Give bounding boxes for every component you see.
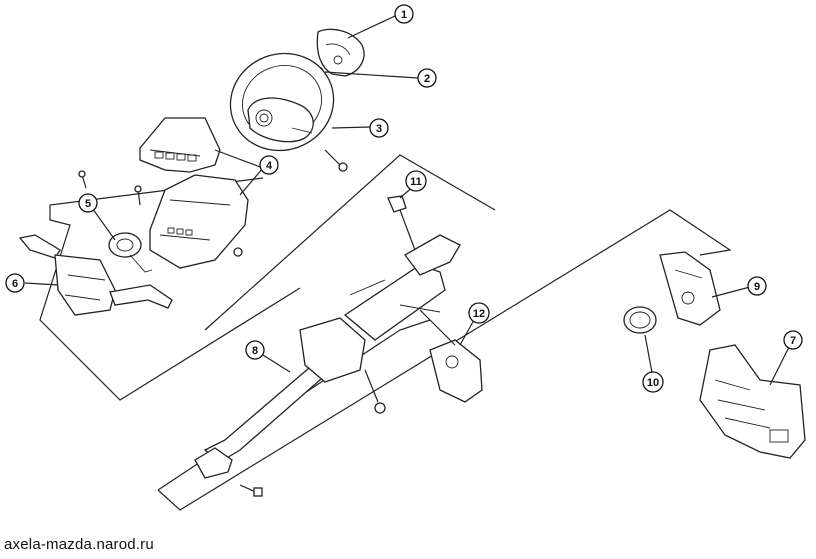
callout-4: 4 — [259, 155, 279, 175]
svg-text:11: 11 — [410, 176, 422, 188]
steering-wheel — [229, 52, 348, 172]
svg-text:10: 10 — [647, 377, 659, 389]
clock-spring — [108, 232, 153, 273]
callout-10: 10 — [642, 371, 664, 393]
callout-8: 8 — [245, 340, 265, 360]
lower-panel — [699, 344, 806, 459]
svg-text:1: 1 — [401, 9, 407, 21]
callout-6: 6 — [5, 273, 25, 293]
svg-text:8: 8 — [252, 345, 258, 357]
svg-text:6: 6 — [12, 278, 18, 290]
svg-text:4: 4 — [266, 160, 273, 172]
bracket-cover — [659, 251, 721, 326]
callout-5: 5 — [78, 193, 98, 213]
callout-9: 9 — [747, 276, 767, 296]
column-cover-upper — [139, 117, 221, 173]
callout-3: 3 — [369, 118, 389, 138]
svg-text:7: 7 — [790, 335, 796, 347]
sensor — [387, 195, 416, 251]
column-cover-lower — [149, 174, 249, 269]
bushing — [623, 306, 657, 334]
callout-12: 12 — [468, 302, 490, 324]
cover-screws — [78, 170, 142, 206]
svg-text:3: 3 — [376, 123, 382, 135]
ignition-lock — [419, 309, 483, 403]
svg-text:5: 5 — [85, 198, 91, 210]
steering-column-shaft — [194, 234, 461, 497]
combination-switch — [18, 234, 173, 316]
svg-text:9: 9 — [754, 281, 760, 293]
source-watermark: axela-mazda.narod.ru — [4, 536, 154, 553]
callout-2: 2 — [417, 68, 437, 88]
svg-text:12: 12 — [473, 308, 485, 320]
callout-1: 1 — [394, 4, 414, 24]
callout-11: 11 — [405, 170, 427, 192]
svg-text:2: 2 — [424, 73, 430, 85]
callout-7: 7 — [783, 330, 803, 350]
frame-left-group — [39, 177, 301, 401]
airbag-module — [316, 28, 365, 77]
